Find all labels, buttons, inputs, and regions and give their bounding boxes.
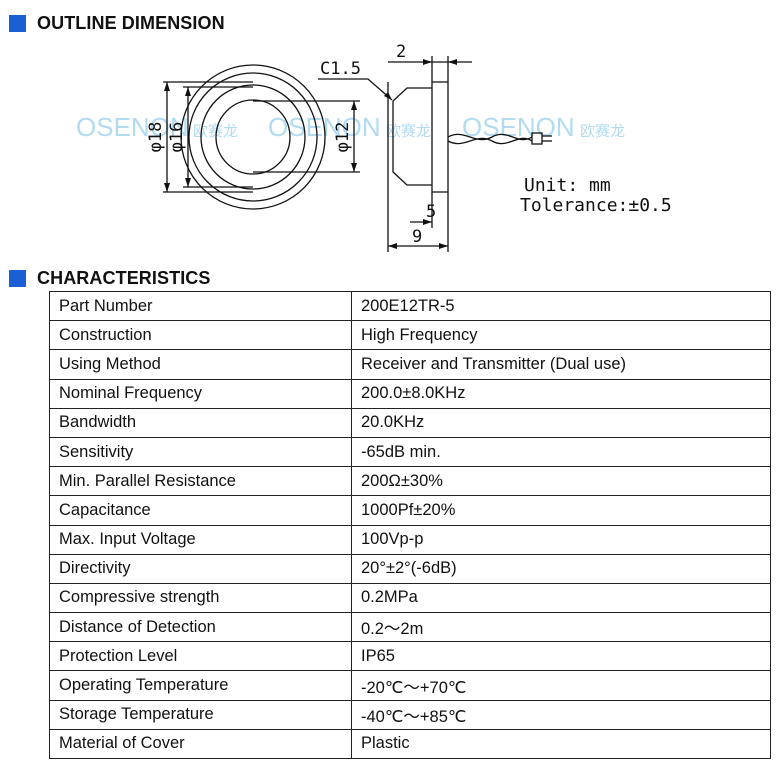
outline-drawing: OSENON 欧赛龙 OSENON 欧赛龙 OSENON 欧赛龙 φ18 φ16 [76, 42, 672, 252]
front-view [163, 64, 360, 210]
spec-parameter: Using Method [49, 349, 352, 380]
center-ring-shape [215, 99, 291, 175]
spec-value: Receiver and Transmitter (Dual use) [351, 349, 771, 380]
spec-value: 0.2MPa [351, 582, 771, 614]
dim-outer-diameter: φ18 [146, 122, 166, 153]
spec-value: -65dB min. [351, 436, 771, 468]
characteristics-section-title: CHARACTERISTICS [37, 268, 211, 288]
dim-total: 9 [412, 227, 422, 247]
spec-parameter: Capacitance [49, 495, 352, 526]
spec-value: 200.0±8.0KHz [351, 378, 771, 409]
spec-parameter: Material of Cover [49, 728, 352, 760]
spec-parameter: Bandwidth [49, 407, 352, 438]
table-row: Storage Temperature-40℃～+85℃ [49, 699, 771, 730]
spec-value: IP65 [351, 641, 771, 672]
spec-parameter: Part Number [49, 290, 352, 322]
spec-parameter: Protection Level [49, 641, 352, 672]
dim-inner-diameter: φ16 [167, 122, 187, 153]
table-row: Sensitivity-65dB min. [49, 436, 771, 468]
spec-value: -20℃～+70℃ [351, 670, 771, 701]
spec-value: 20.0KHz [351, 407, 771, 438]
spec-parameter: Directivity [49, 553, 352, 584]
spec-parameter: Construction [49, 320, 352, 351]
face-ring-shape [200, 84, 306, 190]
watermark-cn-2: 欧赛龙 [386, 122, 431, 140]
spec-value: 20°±2°(-6dB) [351, 553, 771, 584]
spec-parameter: Operating Temperature [49, 670, 352, 701]
inner-ring-shape [188, 72, 318, 202]
spec-value: High Frequency [351, 320, 771, 351]
spec-value: 200E12TR-5 [351, 290, 771, 322]
body-shape [392, 87, 432, 186]
front-arrows [164, 82, 357, 192]
outline-section-header: OUTLINE DIMENSION [9, 13, 225, 34]
flange-shape [431, 81, 449, 193]
side-arrows [384, 59, 457, 249]
outer-ring-shape [180, 64, 326, 210]
spec-parameter: Distance of Detection [49, 612, 352, 643]
spec-parameter: Compressive strength [49, 582, 352, 614]
spec-value: -40℃～+85℃ [351, 699, 771, 730]
dim-face-diameter: φ12 [333, 122, 353, 153]
spec-value: 100Vp-p [351, 524, 771, 555]
side-view [318, 56, 552, 252]
watermark: OSENON 欧赛龙 OSENON 欧赛龙 OSENON 欧赛龙 [76, 112, 625, 142]
dim-chamfer: C1.5 [320, 59, 361, 79]
unit-label: Unit: mm [524, 175, 611, 196]
watermark-brand-1: OSENON [76, 112, 189, 142]
section-marker-icon [9, 15, 26, 32]
spec-parameter: Storage Temperature [49, 699, 352, 730]
spec-value: Plastic [351, 728, 771, 760]
spec-parameter: Min. Parallel Resistance [49, 466, 352, 497]
table-row: Operating Temperature-20℃～+70℃ [49, 670, 771, 701]
dim-flange: 2 [396, 42, 406, 62]
characteristics-section-header: CHARACTERISTICS [9, 268, 211, 289]
watermark-brand-3: OSENON [462, 112, 575, 142]
spec-value: 1000Pf±20% [351, 495, 771, 526]
spec-parameter: Max. Input Voltage [49, 524, 352, 555]
spec-parameter: Sensitivity [49, 436, 352, 468]
spec-value: 0.2～2m [351, 612, 771, 643]
spec-parameter: Nominal Frequency [49, 378, 352, 409]
watermark-cn-3: 欧赛龙 [580, 122, 625, 140]
outline-section-title: OUTLINE DIMENSION [37, 13, 225, 33]
section-marker-icon [9, 270, 26, 287]
watermark-cn-1: 欧赛龙 [193, 122, 238, 140]
tolerance-label: Tolerance:±0.5 [520, 195, 672, 216]
spec-value: 200Ω±30% [351, 466, 771, 497]
dim-body: 5 [426, 202, 436, 222]
